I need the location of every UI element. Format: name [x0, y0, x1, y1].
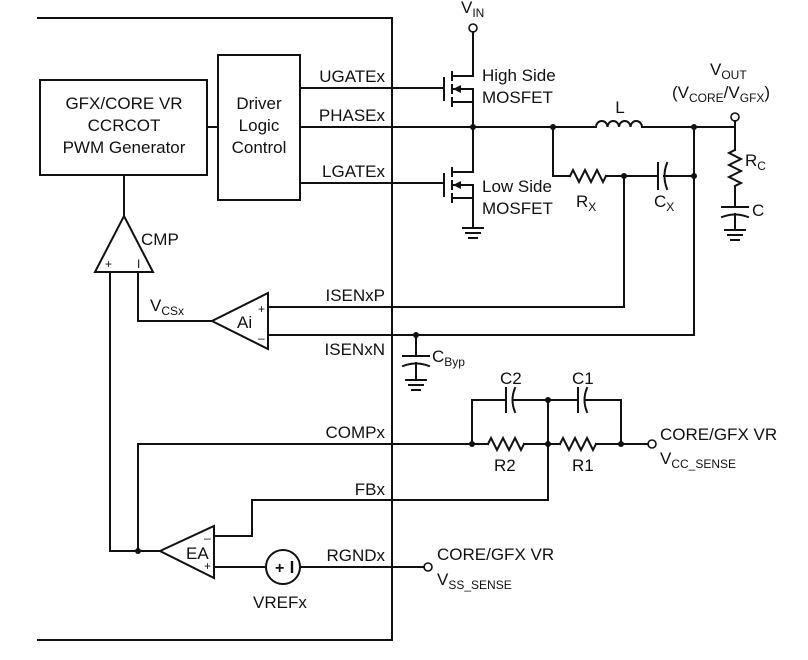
ls-label-2: MOSFET: [482, 199, 553, 218]
pin-isenp: ISENxP: [325, 286, 385, 305]
cc-sense-title: CORE/GFX VR: [660, 425, 777, 444]
ea-minus: –: [204, 531, 211, 545]
svg-text:+: +: [275, 560, 284, 577]
vss-sense-terminal: [423, 562, 433, 572]
pwm-label-2: CCRCOT: [88, 116, 161, 135]
vcc-sense-terminal: [647, 439, 657, 449]
inductor: [594, 120, 644, 129]
driver-label-1: Driver: [236, 94, 282, 113]
pin-isenn: ISENxN: [325, 340, 385, 359]
vout-label: VOUT: [710, 60, 747, 82]
driver-logic-block: Driver Logic Control: [217, 54, 301, 201]
vcs-wire: [137, 271, 213, 322]
hs-label-2: MOSFET: [482, 88, 553, 107]
ground-symbol-cbyp: [405, 379, 427, 391]
resistor-r1: [558, 435, 598, 453]
high-side-mosfet: High Side MOSFET: [443, 66, 556, 128]
vin-terminal: [468, 23, 478, 33]
pin-ugate: UGATEx: [319, 67, 385, 86]
vout-alt-label: (VCORE/VGFX): [672, 83, 770, 105]
ground-symbol-ls: [462, 227, 484, 239]
phase-node-dot: [470, 124, 476, 130]
vss-sense-label: VSS_SENSE: [437, 570, 512, 592]
cmp-plus: +: [105, 257, 112, 271]
cmp-comparator: CMP + I: [93, 213, 179, 273]
ai-label: Ai: [237, 313, 252, 332]
vin-label: VIN: [461, 0, 484, 20]
rx-label: RX: [576, 192, 596, 214]
c1-label: C1: [572, 369, 594, 388]
cmp-minus: I: [137, 257, 140, 271]
r1-label: R1: [572, 456, 594, 475]
pin-comp: COMPx: [326, 423, 386, 442]
c2-label: C2: [500, 369, 522, 388]
cx-label: CX: [654, 192, 674, 214]
hs-label-1: High Side: [482, 66, 556, 85]
pin-fb: FBx: [355, 480, 386, 499]
pin-phase: PHASEx: [319, 106, 386, 125]
vrefx-label: VREFx: [253, 593, 307, 612]
fb-wire: [213, 443, 549, 537]
inductor-label: L: [615, 98, 624, 117]
ic-boundary: [37, 17, 393, 641]
r2-label: R2: [494, 456, 516, 475]
cbyp-label: CByp: [432, 347, 465, 369]
ea-plus: +: [204, 559, 211, 573]
driver-label-3: Control: [232, 138, 287, 157]
node-dot-cx: [691, 173, 697, 179]
resistor-rc: [726, 148, 744, 188]
ai-minus: –: [258, 331, 265, 345]
low-side-mosfet: Low Side MOSFET: [443, 126, 553, 229]
pwm-label-3: PWM Generator: [63, 138, 186, 157]
ea-amplifier: EA – +: [157, 524, 215, 580]
pin-lgate: LGATEx: [322, 162, 385, 181]
ss-sense-title: CORE/GFX VR: [437, 545, 554, 564]
cmp-label: CMP: [141, 230, 179, 249]
vrefx-source: +: [265, 549, 301, 585]
vcsx-label: VCSx: [150, 296, 184, 318]
ls-label-1: Low Side: [482, 177, 552, 196]
driver-label-2: Logic: [239, 116, 280, 135]
rc-label: RC: [745, 151, 766, 173]
ai-plus: +: [258, 302, 265, 316]
pwm-label-1: GFX/CORE VR: [65, 94, 182, 113]
node-dot-r1: [618, 441, 624, 447]
cmp-plus-wire: [109, 271, 161, 552]
resistor-r2: [486, 435, 526, 453]
pin-rgnd: RGNDx: [326, 546, 385, 565]
ground-symbol-c: [724, 229, 746, 241]
ea-label: EA: [186, 544, 209, 563]
pwm-generator-block: GFX/CORE VR CCRCOT PWM Generator: [39, 79, 208, 176]
ai-amplifier: Ai + –: [209, 291, 269, 351]
vcc-sense-label: VCC_SENSE: [660, 449, 736, 471]
c-label: C: [752, 201, 764, 220]
vout-terminal: [730, 112, 740, 122]
resistor-rx: [568, 167, 608, 185]
